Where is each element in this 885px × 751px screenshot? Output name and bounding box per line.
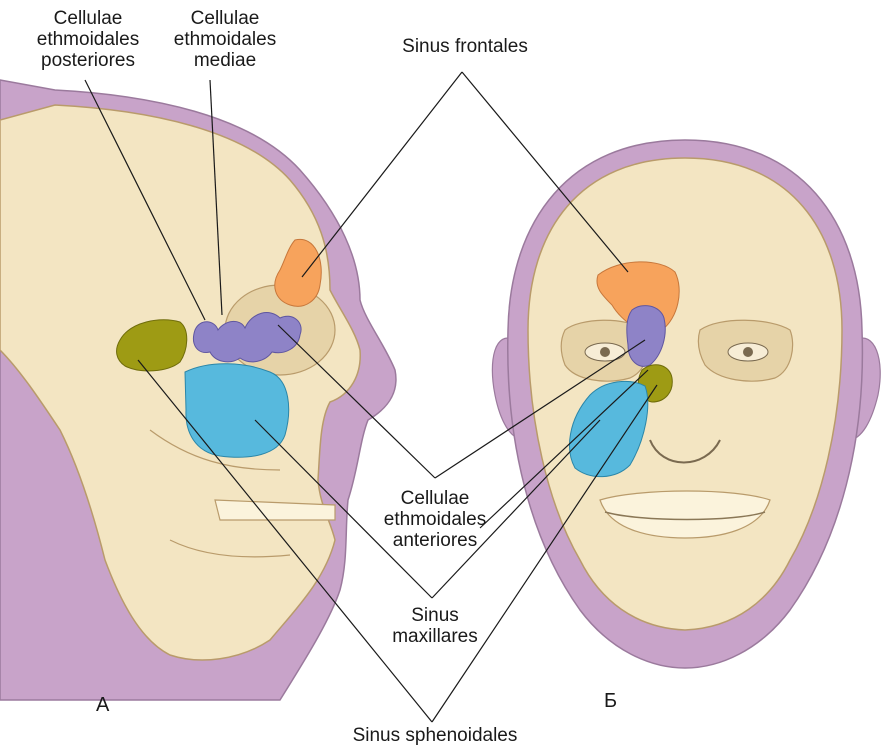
frontal-left-pupil xyxy=(600,347,610,357)
frontal-right-pupil xyxy=(743,347,753,357)
label-middle-ethmoid: Cellulae ethmoidales mediae xyxy=(160,8,290,71)
label-sphenoid-sinus: Sinus sphenoidales xyxy=(320,725,550,746)
label-anterior-ethmoid: Cellulae ethmoidales anteriores xyxy=(365,488,505,551)
panel-letter-right: Б xyxy=(604,690,617,713)
label-maxillary-sinus: Sinus maxillares xyxy=(380,605,490,647)
frontal-view-head xyxy=(492,140,880,668)
label-frontal-sinus: Sinus frontales xyxy=(370,36,560,57)
lateral-view-head xyxy=(0,80,396,700)
lateral-maxillary-sinus xyxy=(185,364,289,458)
label-posterior-ethmoid: Cellulae ethmoidales posteriores xyxy=(18,8,158,71)
panel-letter-left: А xyxy=(96,694,109,717)
leader-frontal-left xyxy=(302,72,462,277)
